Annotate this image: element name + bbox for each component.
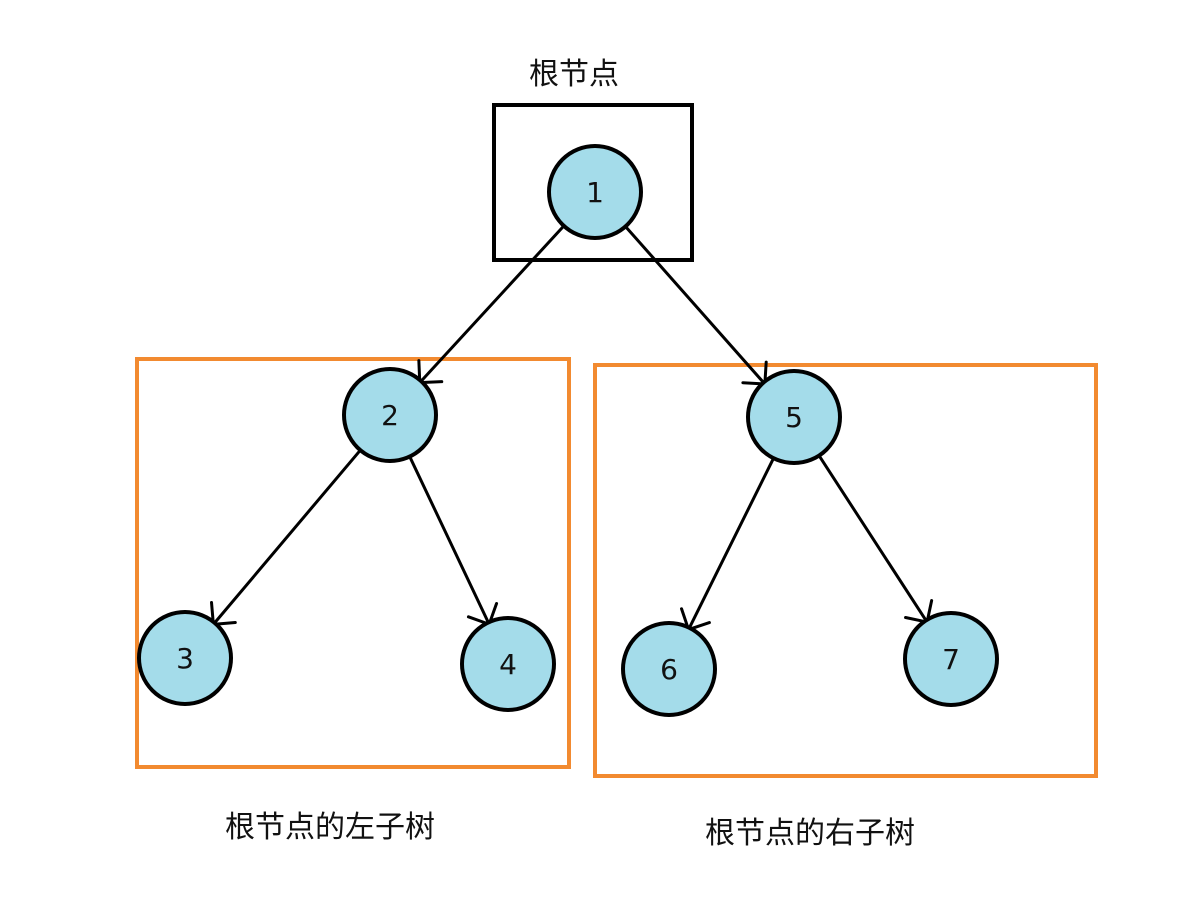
edge-line [623, 224, 767, 386]
tree-node-3: 3 [137, 610, 233, 706]
root-box [492, 103, 694, 262]
right-subtree-box [593, 363, 1098, 778]
node-label: 1 [586, 176, 604, 209]
edge-n1-n5 [623, 224, 768, 386]
node-label: 2 [381, 399, 399, 432]
right-subtree-label: 根节点的右子树 [705, 816, 915, 851]
edge-n2-n3 [210, 448, 362, 626]
node-circle [903, 611, 999, 707]
node-label: 5 [785, 401, 803, 434]
root-label: 根节点 [529, 57, 619, 92]
node-circle [137, 610, 233, 706]
node-label: 4 [499, 648, 517, 681]
node-label: 6 [660, 653, 678, 686]
node-circle [746, 369, 842, 465]
node-circle [342, 367, 438, 463]
tree-node-7: 7 [903, 611, 999, 707]
node-label: 7 [942, 643, 960, 676]
left-subtree-box [135, 357, 571, 769]
edge-line [687, 456, 776, 632]
left-subtree-label: 根节点的左子树 [225, 810, 435, 845]
node-circle [547, 144, 643, 240]
edge-line [211, 448, 362, 626]
edge-line [817, 454, 929, 624]
edge-line [418, 224, 566, 385]
tree-node-5: 5 [746, 369, 842, 465]
tree-node-4: 4 [460, 616, 556, 712]
edge-line [408, 455, 491, 626]
edge-n5-n6 [680, 456, 776, 632]
tree-node-6: 6 [621, 621, 717, 717]
tree-node-2: 2 [342, 367, 438, 463]
edge-n5-n7 [817, 454, 934, 624]
tree-node-1: 1 [547, 144, 643, 240]
edge-n2-n4 [408, 455, 499, 626]
node-circle [460, 616, 556, 712]
nodes: 1 2 3 4 5 6 7 [137, 144, 999, 717]
node-label: 3 [176, 642, 194, 675]
node-circle [621, 621, 717, 717]
